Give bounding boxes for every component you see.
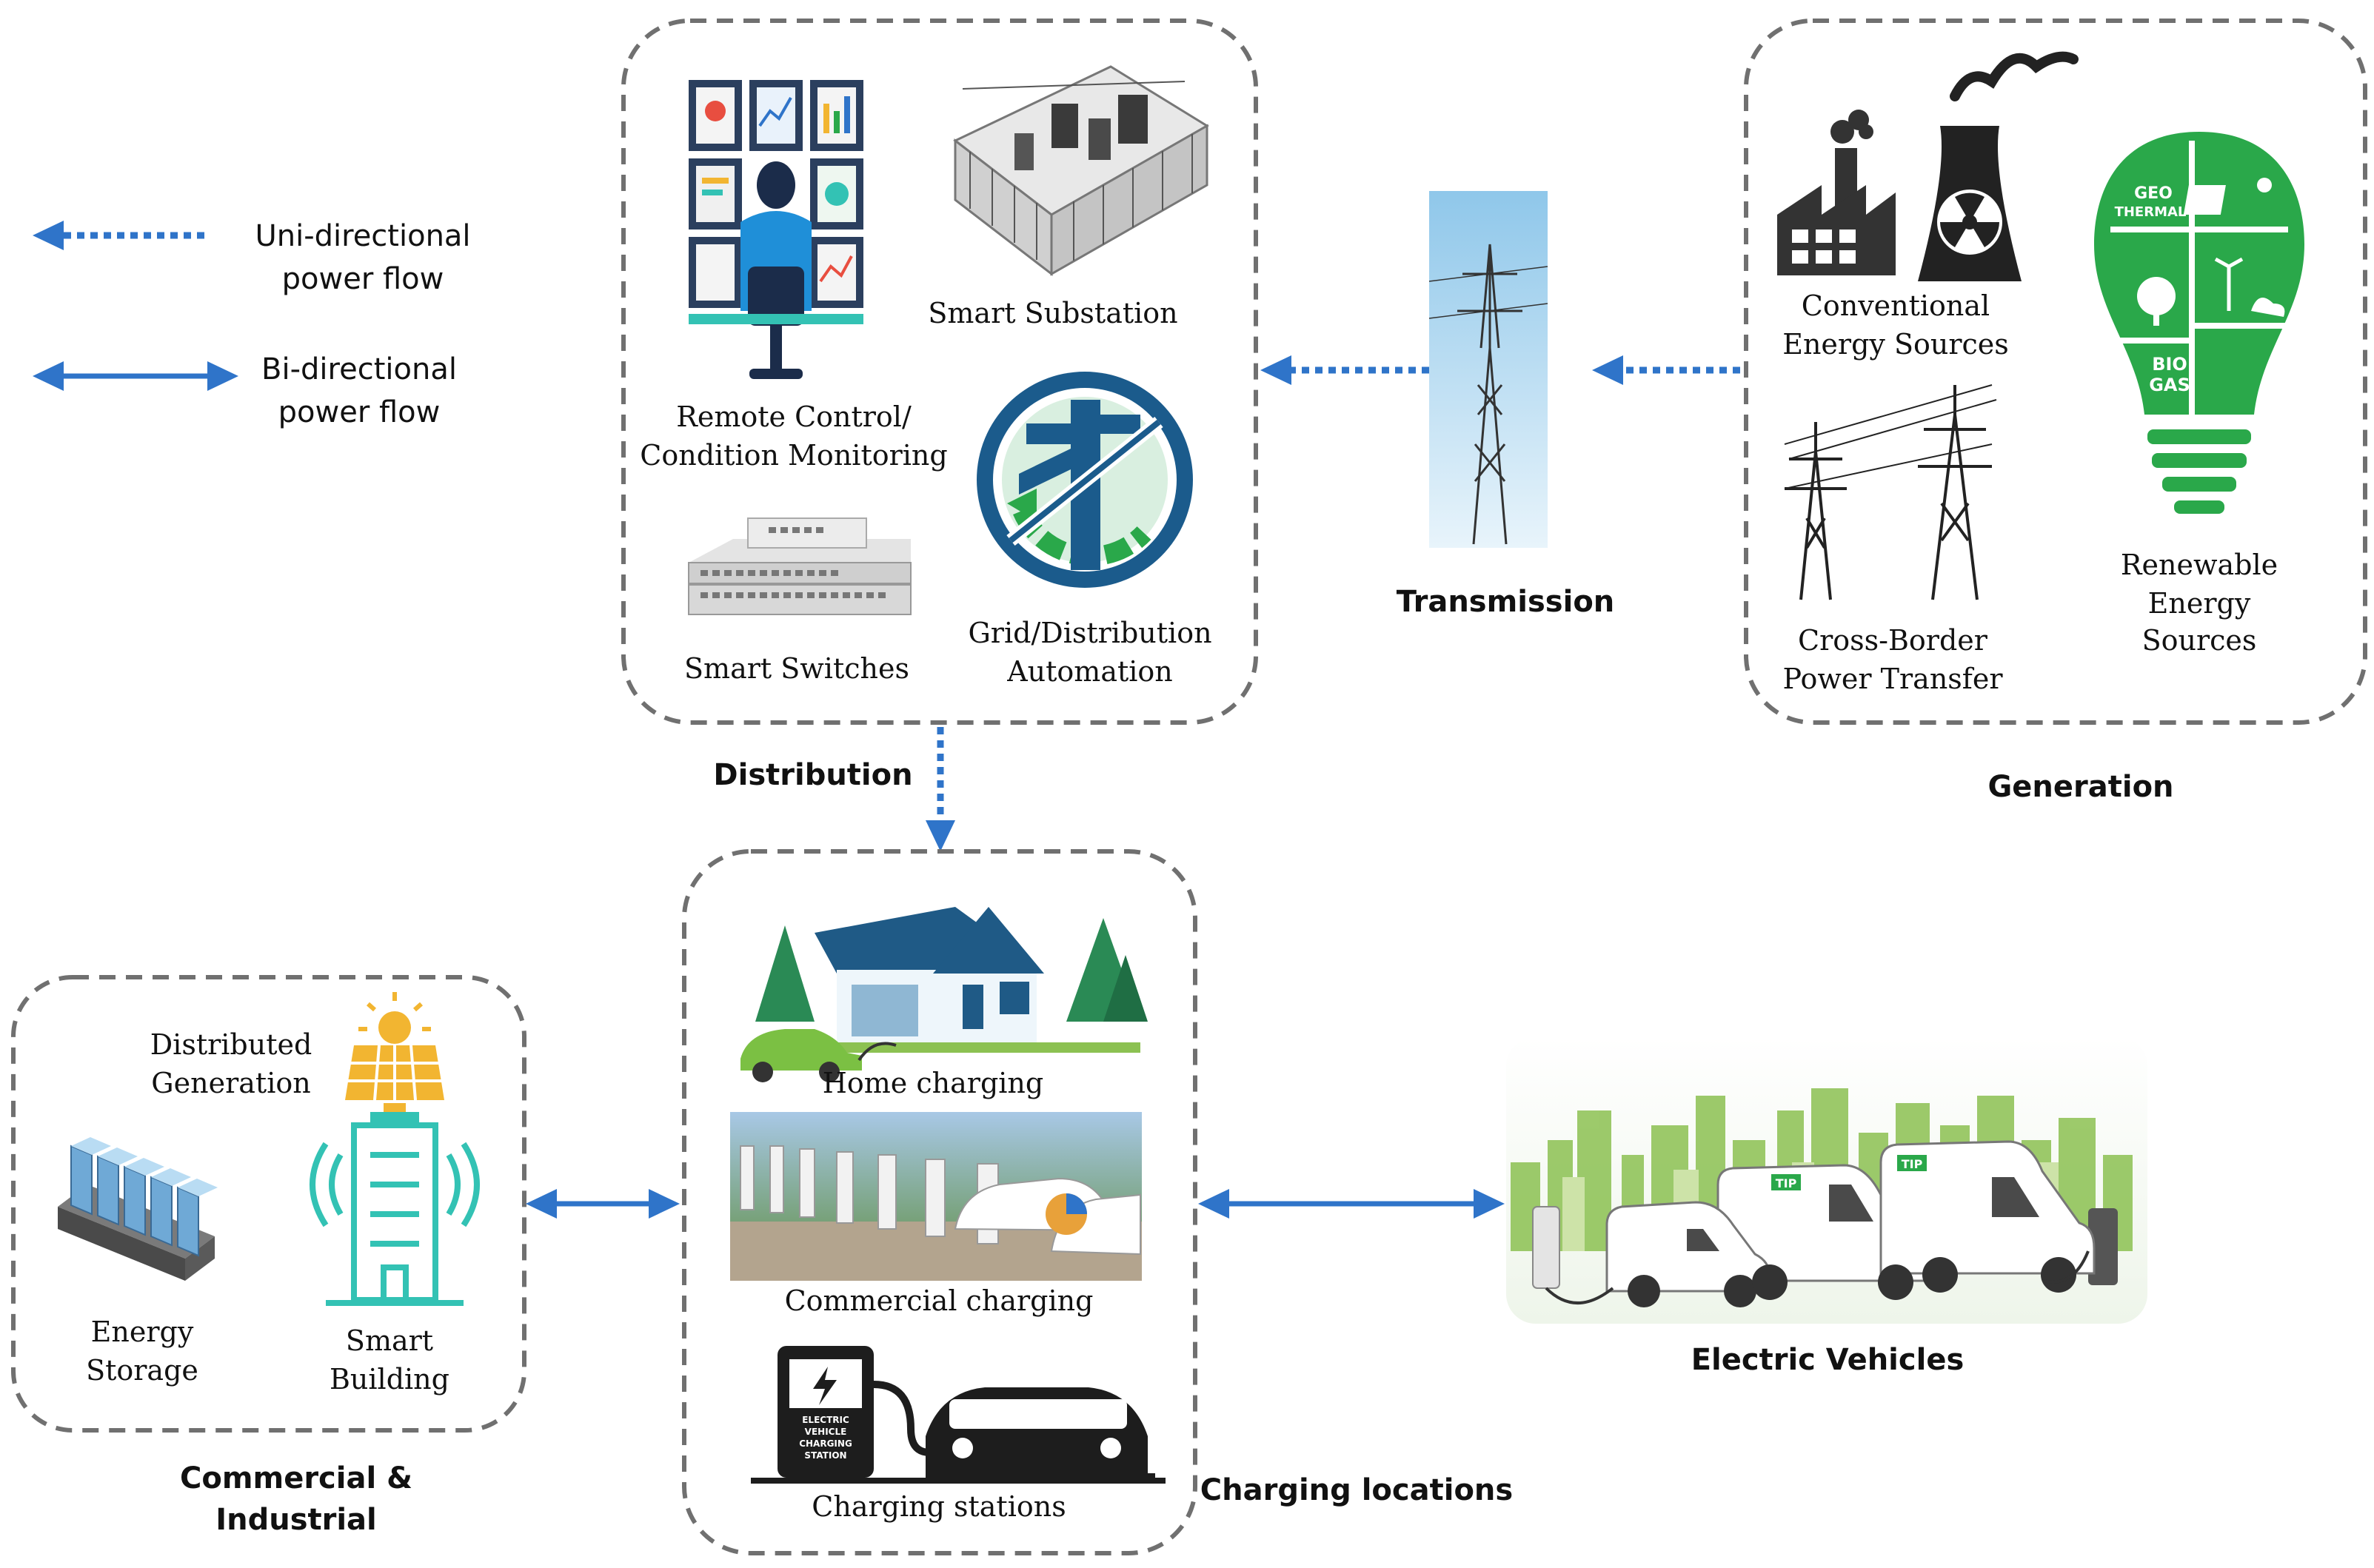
legend: Uni-directional power flow Bi-directiona… [33, 219, 471, 429]
legend-bi-label-2: power flow [278, 395, 441, 429]
distributed-generation-label-1: Distributed [150, 1028, 312, 1061]
distributed-generation-label-2: Generation [151, 1067, 310, 1099]
smart-building-label-1: Smart [346, 1324, 433, 1357]
home-charging-icon [740, 907, 1148, 1082]
conventional-label-2: Energy Sources [1782, 328, 2009, 361]
smart-switch-icon [688, 517, 912, 615]
conventional-label-1: Conventional [1802, 289, 1990, 322]
distribution-title: Distribution [713, 758, 912, 792]
flow-commercial-charging [526, 1189, 680, 1219]
remote-control-label-2: Condition Monitoring [640, 439, 947, 472]
flow-charging-ev [1198, 1189, 1505, 1219]
commercial-industrial-title-1: Commercial & [180, 1461, 412, 1495]
bi-directional-arrow-icon [33, 361, 238, 391]
smart-building-label-2: Building [330, 1363, 449, 1396]
home-charging-label: Home charging [823, 1067, 1043, 1099]
distribution-group: Remote Control/ Condition Monitoring Sma… [621, 19, 1258, 725]
cross-border-towers-icon [1784, 384, 1997, 600]
solar-panel-icon [345, 992, 444, 1112]
generation-box [1744, 19, 2367, 725]
transmission-title: Transmission [1397, 585, 1615, 619]
generation-group: Conventional Energy Sources Cross-Border… [1744, 19, 2367, 725]
renewable-label-3: Sources [2142, 624, 2257, 657]
renewable-bulb-icon: GEO THERMAL BIO GAS [2094, 132, 2304, 514]
station-sign-line-1: ELECTRIC [802, 1415, 849, 1425]
renewable-label-1: Renewable [2121, 549, 2278, 581]
commercial-charging-label: Commercial charging [785, 1284, 1094, 1317]
flow-transmission-to-distribution [1260, 355, 1429, 385]
station-sign-line-3: CHARGING [799, 1438, 852, 1449]
charging-station-icon: ELECTRIC VEHICLE CHARGING STATION [751, 1346, 1166, 1484]
substation-icon [953, 65, 1209, 277]
remote-control-label-1: Remote Control/ [676, 401, 912, 433]
generation-title: Generation [1987, 770, 2173, 804]
energy-storage-label-1: Energy [91, 1316, 194, 1348]
uni-directional-arrow-icon [33, 221, 209, 250]
cross-border-label-2: Power Transfer [1782, 663, 2003, 695]
charging-locations-title: Charging locations [1200, 1473, 1513, 1507]
station-sign-line-4: STATION [804, 1450, 846, 1461]
automation-icon [977, 372, 1193, 588]
legend-uni-label-2: power flow [282, 262, 444, 296]
automation-label-2: Automation [1006, 655, 1173, 688]
smart-building-icon [310, 1112, 480, 1306]
commercial-industrial-title-2: Industrial [215, 1503, 377, 1537]
flow-generation-to-transmission [1592, 355, 1740, 385]
commercial-industrial-group: Distributed Generation [11, 975, 526, 1433]
charging-box [682, 849, 1197, 1555]
legend-uni-label-1: Uni-directional [255, 219, 470, 253]
station-sign-line-2: VEHICLE [805, 1427, 847, 1437]
commercial-industrial-box [11, 975, 526, 1433]
charging-group: Home charging Commercial charging [682, 849, 1197, 1555]
smart-switches-label: Smart Switches [684, 652, 909, 685]
electric-vehicles-title: Electric Vehicles [1691, 1343, 1965, 1377]
factory-icon [1777, 110, 1896, 275]
energy-storage-icon [58, 1137, 218, 1281]
cross-border-label-1: Cross-Border [1798, 624, 1988, 657]
commercial-charging-photo [730, 1112, 1142, 1281]
transmission-group [1428, 191, 1548, 548]
transmission-tower-icon [1428, 244, 1548, 545]
distribution-box [621, 19, 1258, 725]
legend-bi-label-1: Bi-directional [261, 352, 457, 386]
nuclear-plant-icon [1918, 51, 2079, 281]
bulb-thermal-label: THERMAL [2115, 204, 2187, 220]
bulb-bio-label: BIO [2152, 354, 2187, 375]
bulb-geo-label: GEO [2134, 184, 2173, 203]
energy-storage-label-2: Storage [86, 1354, 198, 1387]
automation-label-1: Grid/Distribution [968, 617, 1211, 649]
charging-stations-label: Charging stations [812, 1490, 1066, 1523]
flow-distribution-to-charging [926, 727, 955, 851]
van-logo-2: TIP [1902, 1157, 1923, 1171]
van-logo-1: TIP [1776, 1176, 1797, 1190]
control-room-icon [689, 80, 863, 379]
bulb-gas-label: GAS [2149, 375, 2190, 395]
renewable-label-2: Energy [2148, 587, 2251, 620]
smart-substation-label: Smart Substation [928, 297, 1177, 329]
electric-vehicles-photo: TIP TIP [1506, 1036, 2147, 1324]
